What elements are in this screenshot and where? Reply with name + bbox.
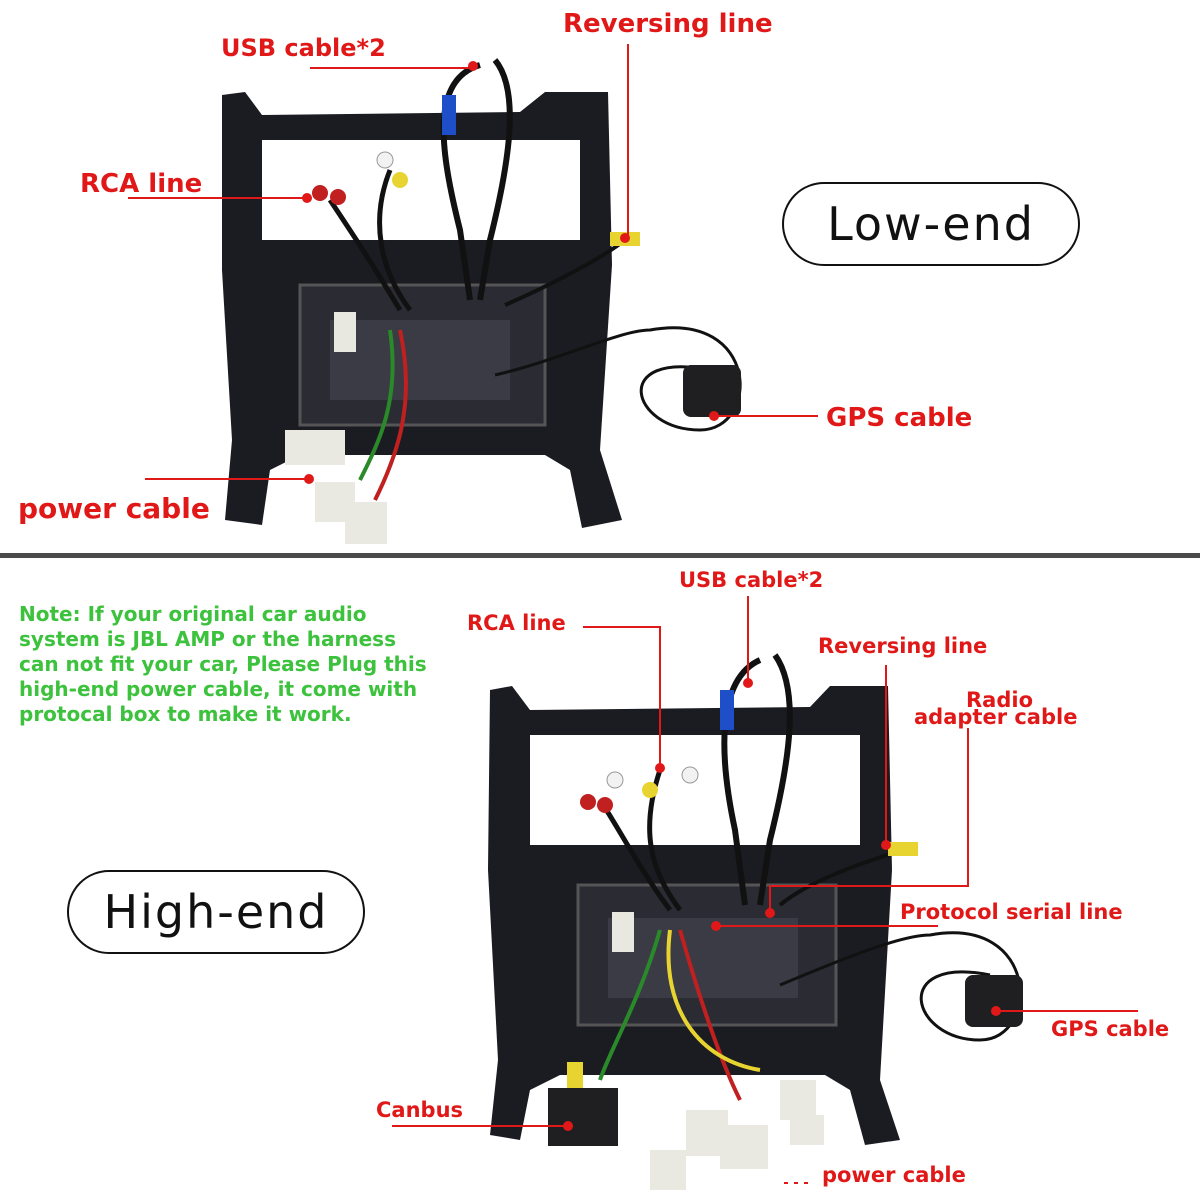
section-divider	[0, 553, 1200, 558]
jbl-amp-note: Note: If your original car audio system …	[19, 602, 427, 726]
power-cable-label: power cable	[18, 492, 210, 525]
usb-cable-label: USB cable*2	[221, 34, 386, 62]
gps-cable-label: GPS cable	[1051, 1017, 1170, 1041]
low-end-unit-illustration	[128, 44, 818, 544]
radio-adapter-cable-label-line1: Radio	[966, 688, 1033, 712]
radio-adapter-cable-label-line2: adapter cable	[914, 705, 1078, 729]
power-cable-label: power cable	[822, 1163, 966, 1187]
usb-cable-label: USB cable*2	[679, 568, 824, 592]
gps-cable-label: GPS cable	[826, 403, 973, 433]
protocol-serial-line-label: Protocol serial line	[900, 900, 1123, 924]
canbus-label: Canbus	[376, 1098, 464, 1122]
low-end-panel: USB cable*2 Reversing line RCA line GPS …	[0, 0, 1200, 553]
reversing-line-label: Reversing line	[818, 634, 988, 658]
reversing-line-label: Reversing line	[563, 9, 773, 39]
high-end-badge: High-end	[67, 870, 365, 954]
rca-line-label: RCA line	[467, 611, 566, 635]
rca-line-label: RCA line	[80, 169, 203, 199]
low-end-badge: Low-end	[782, 182, 1080, 266]
